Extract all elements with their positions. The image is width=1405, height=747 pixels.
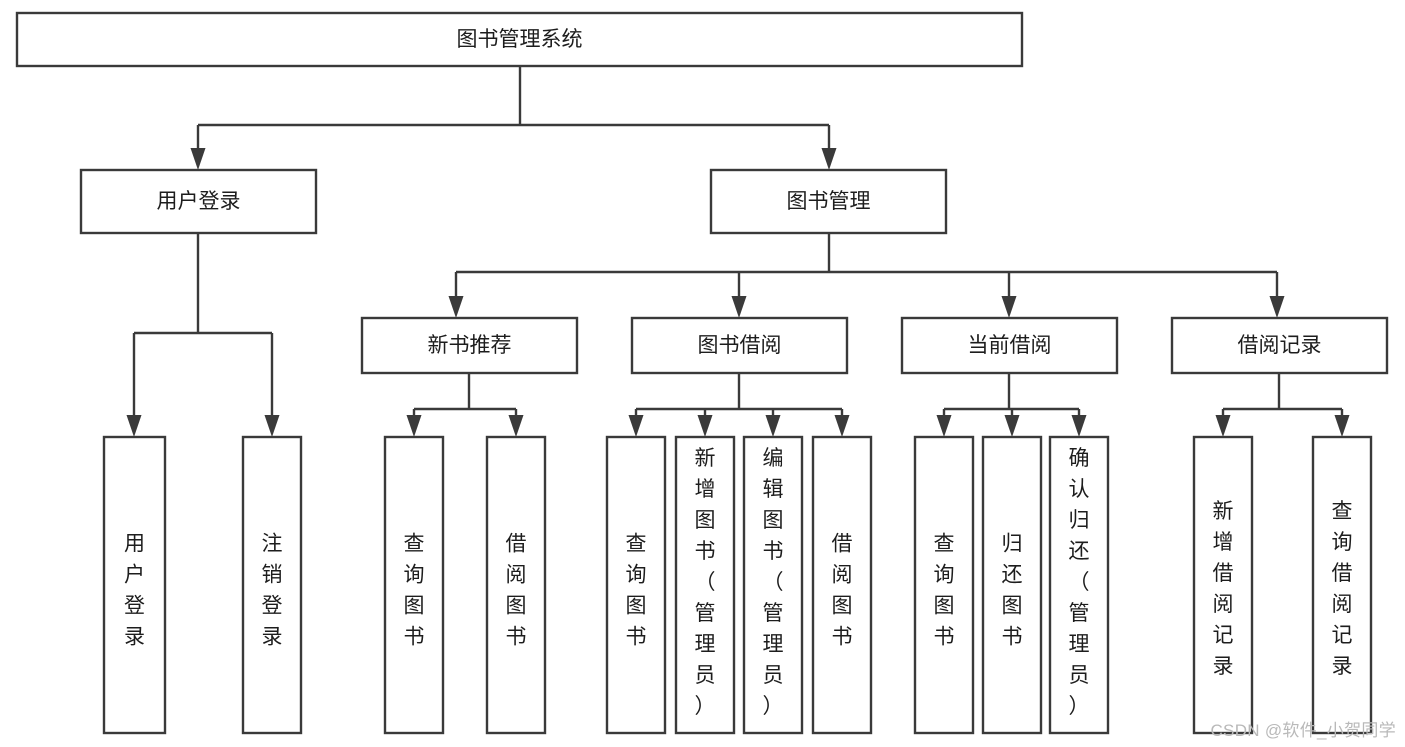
arrow-head-icon bbox=[448, 296, 464, 318]
arrow-head-icon bbox=[765, 415, 781, 437]
connector-group-6 bbox=[1215, 373, 1350, 437]
arrow-head-icon bbox=[821, 148, 837, 170]
node-label: 新增借阅记录 bbox=[1213, 500, 1234, 678]
node-label: 编辑图书（管理员） bbox=[763, 447, 784, 718]
connector-group-2 bbox=[448, 233, 1285, 318]
node-leaf-2[interactable]: 查询图书 bbox=[383, 435, 445, 735]
node-box[interactable] bbox=[383, 435, 445, 735]
node-label: 注销登录 bbox=[262, 532, 283, 648]
node-leaf-6[interactable]: 编辑图书（管理员） bbox=[742, 435, 804, 735]
node-box[interactable] bbox=[1170, 316, 1389, 375]
node-box[interactable] bbox=[742, 435, 804, 735]
arrow-head-icon bbox=[697, 415, 713, 437]
node-box[interactable] bbox=[360, 316, 579, 375]
node-box[interactable] bbox=[674, 435, 736, 735]
arrow-head-icon bbox=[1004, 415, 1020, 437]
node-label: 用户登录 bbox=[157, 190, 241, 213]
node-leaf-12[interactable]: 查询借阅记录 bbox=[1311, 435, 1373, 735]
node-level3-0[interactable]: 新书推荐 bbox=[360, 316, 579, 375]
node-label: 借阅记录 bbox=[1238, 334, 1322, 357]
node-label: 查询图书 bbox=[404, 532, 425, 648]
node-box[interactable] bbox=[485, 435, 547, 735]
node-box[interactable] bbox=[605, 435, 667, 735]
connector-group-0 bbox=[190, 66, 837, 170]
connector-group-5 bbox=[936, 373, 1087, 437]
arrow-head-icon bbox=[406, 415, 422, 437]
node-level2-0[interactable]: 用户登录 bbox=[79, 168, 318, 235]
arrow-head-icon bbox=[834, 415, 850, 437]
node-label: 查询借阅记录 bbox=[1332, 500, 1353, 678]
connector-group-4 bbox=[628, 373, 850, 437]
node-level3-2[interactable]: 当前借阅 bbox=[900, 316, 1119, 375]
arrow-head-icon bbox=[264, 415, 280, 437]
node-label: 新增图书（管理员） bbox=[695, 447, 716, 718]
node-label: 用户登录 bbox=[124, 532, 145, 648]
node-label: 当前借阅 bbox=[968, 334, 1052, 357]
node-box[interactable] bbox=[811, 435, 873, 735]
node-leaf-11[interactable]: 新增借阅记录 bbox=[1192, 435, 1254, 735]
node-label: 图书管理 bbox=[787, 190, 871, 213]
node-box[interactable] bbox=[1192, 435, 1254, 735]
arrow-head-icon bbox=[1001, 296, 1017, 318]
arrow-head-icon bbox=[628, 415, 644, 437]
node-leaf-4[interactable]: 查询图书 bbox=[605, 435, 667, 735]
arrow-head-icon bbox=[508, 415, 524, 437]
node-box[interactable] bbox=[630, 316, 849, 375]
arrow-head-icon bbox=[190, 148, 206, 170]
node-leaf-9[interactable]: 归还图书 bbox=[981, 435, 1043, 735]
node-leaf-8[interactable]: 查询图书 bbox=[913, 435, 975, 735]
arrow-head-icon bbox=[1269, 296, 1285, 318]
node-level3-3[interactable]: 借阅记录 bbox=[1170, 316, 1389, 375]
node-box[interactable] bbox=[241, 435, 303, 735]
node-box[interactable] bbox=[1048, 435, 1110, 735]
node-box[interactable] bbox=[981, 435, 1043, 735]
node-label: 查询图书 bbox=[934, 532, 955, 648]
connector-group-1 bbox=[126, 233, 280, 437]
node-label: 新书推荐 bbox=[428, 334, 512, 357]
connector-group-3 bbox=[406, 373, 524, 437]
node-label: 确认归还（管理员） bbox=[1069, 447, 1090, 718]
node-label: 借阅图书 bbox=[832, 532, 853, 648]
node-leaf-1[interactable]: 注销登录 bbox=[241, 435, 303, 735]
connector-layer bbox=[126, 66, 1350, 437]
node-box[interactable] bbox=[102, 435, 167, 735]
node-leaf-0[interactable]: 用户登录 bbox=[102, 435, 167, 735]
node-label: 图书借阅 bbox=[698, 334, 782, 357]
arrow-head-icon bbox=[936, 415, 952, 437]
node-box[interactable] bbox=[79, 168, 318, 235]
arrow-head-icon bbox=[126, 415, 142, 437]
arrow-head-icon bbox=[1071, 415, 1087, 437]
node-leaf-5[interactable]: 新增图书（管理员） bbox=[674, 435, 736, 735]
node-leaf-3[interactable]: 借阅图书 bbox=[485, 435, 547, 735]
arrow-head-icon bbox=[731, 296, 747, 318]
node-root-system[interactable]: 图书管理系统 bbox=[15, 11, 1024, 68]
node-box[interactable] bbox=[913, 435, 975, 735]
node-level2-1[interactable]: 图书管理 bbox=[709, 168, 948, 235]
node-leaf-7[interactable]: 借阅图书 bbox=[811, 435, 873, 735]
csdn-watermark: CSDN @软件_小贺同学 bbox=[1210, 721, 1396, 740]
node-box[interactable] bbox=[709, 168, 948, 235]
node-leaf-10[interactable]: 确认归还（管理员） bbox=[1048, 435, 1110, 735]
node-level3-1[interactable]: 图书借阅 bbox=[630, 316, 849, 375]
node-box[interactable] bbox=[1311, 435, 1373, 735]
node-label: 查询图书 bbox=[626, 532, 647, 648]
node-box[interactable] bbox=[900, 316, 1119, 375]
node-label: 图书管理系统 bbox=[457, 28, 583, 51]
arrow-head-icon bbox=[1215, 415, 1231, 437]
node-box[interactable] bbox=[15, 11, 1024, 68]
node-label: 归还图书 bbox=[1002, 532, 1023, 648]
arrow-head-icon bbox=[1334, 415, 1350, 437]
node-label: 借阅图书 bbox=[506, 532, 527, 648]
